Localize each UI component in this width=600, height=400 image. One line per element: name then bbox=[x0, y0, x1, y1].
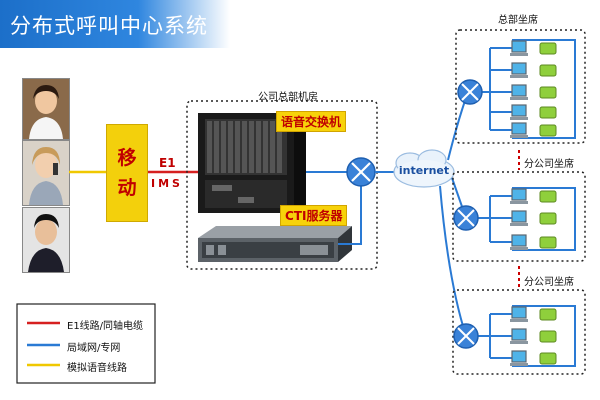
computer-base bbox=[510, 341, 528, 344]
hq-seats-box bbox=[455, 29, 586, 144]
voice-switch-label: 语音交换机 bbox=[276, 111, 347, 132]
computer-icon bbox=[511, 210, 527, 223]
computer-icon bbox=[511, 122, 527, 135]
network-switch-icon bbox=[453, 205, 479, 231]
phone-icon bbox=[539, 190, 557, 203]
legend-label-analog: 模拟语音线路 bbox=[67, 363, 127, 374]
ims-label: IMS bbox=[151, 177, 183, 190]
workstation bbox=[510, 84, 557, 100]
hq-seats-label: 总部坐席 bbox=[498, 15, 538, 26]
branch-seats-box-2 bbox=[452, 289, 586, 375]
phone-icon bbox=[539, 42, 557, 55]
computer-icon bbox=[511, 104, 527, 117]
computer-base bbox=[510, 97, 528, 100]
computer-icon bbox=[511, 306, 527, 319]
mobile-carrier-block: 移 动 bbox=[106, 124, 148, 222]
workstations bbox=[510, 40, 557, 366]
branch2-seat-lines bbox=[478, 305, 576, 367]
phone-icon bbox=[539, 212, 557, 225]
computer-base bbox=[510, 53, 528, 56]
person-avatar-icon bbox=[22, 207, 70, 273]
computer-icon bbox=[511, 328, 527, 341]
computer-base bbox=[510, 75, 528, 78]
internet-label: internet bbox=[398, 164, 450, 177]
cti-server-device bbox=[198, 226, 352, 262]
computer-base bbox=[510, 223, 528, 226]
page-title: 分布式呼叫中心系统 bbox=[10, 14, 208, 38]
legend-label-lan: 局域网/专网 bbox=[67, 343, 121, 354]
title-bar bbox=[0, 0, 230, 48]
network-switch-icon bbox=[457, 79, 483, 105]
computer-icon bbox=[511, 234, 527, 247]
person-avatar-icon bbox=[23, 208, 69, 272]
workstation bbox=[510, 188, 557, 204]
computer-base bbox=[510, 247, 528, 250]
e1-label: E1 bbox=[159, 156, 176, 170]
wan-line bbox=[439, 185, 467, 337]
phone-icon bbox=[539, 86, 557, 99]
network-switch-icon bbox=[346, 157, 376, 187]
workstation bbox=[510, 306, 557, 322]
phone-icon bbox=[539, 124, 557, 137]
mobile-char-1: 移 bbox=[117, 147, 137, 169]
mobile-char-2: 动 bbox=[117, 177, 137, 199]
phone-icon bbox=[539, 352, 557, 365]
person-avatar-icon bbox=[22, 140, 70, 206]
branch1-seat-lines bbox=[478, 187, 576, 251]
hq-seat-lines bbox=[482, 39, 576, 139]
computer-base bbox=[510, 117, 528, 120]
computer-icon bbox=[511, 350, 527, 363]
workstation bbox=[510, 104, 557, 120]
phone-icon bbox=[539, 308, 557, 321]
phone-icon bbox=[539, 64, 557, 77]
workstation bbox=[510, 328, 557, 344]
legend-box bbox=[16, 303, 156, 384]
workstation bbox=[510, 40, 557, 56]
computer-base bbox=[510, 201, 528, 204]
phone-icon bbox=[539, 236, 557, 249]
workstation bbox=[510, 210, 557, 226]
computer-base bbox=[510, 363, 528, 366]
branch-seats-label-2: 分公司坐席 bbox=[524, 277, 574, 288]
workstation bbox=[510, 350, 557, 366]
hq-room-label: 公司总部机房 bbox=[258, 92, 318, 103]
workstation bbox=[510, 62, 557, 78]
branch-seats-label-1: 分公司坐席 bbox=[524, 159, 574, 170]
hq-room-box bbox=[186, 100, 378, 270]
lan-line bbox=[338, 185, 362, 245]
cloud-icon bbox=[393, 149, 455, 188]
computer-base bbox=[510, 135, 528, 138]
workstation bbox=[510, 234, 557, 250]
computer-icon bbox=[511, 62, 527, 75]
network-switch-icon bbox=[453, 323, 479, 349]
person-avatar-icon bbox=[23, 79, 69, 139]
branch-seats-box-1 bbox=[452, 171, 586, 262]
phone-icon bbox=[539, 106, 557, 119]
workstation bbox=[510, 122, 557, 138]
computer-icon bbox=[511, 40, 527, 53]
computer-base bbox=[510, 319, 528, 322]
person-avatar-icon bbox=[22, 78, 70, 140]
cti-server-label: CTI服务器 bbox=[280, 205, 348, 226]
phone-icon bbox=[539, 330, 557, 343]
computer-icon bbox=[511, 84, 527, 97]
person-avatar-icon bbox=[23, 141, 69, 205]
computer-icon bbox=[511, 188, 527, 201]
legend-label-e1: E1线路/同轴电缆 bbox=[67, 321, 144, 332]
